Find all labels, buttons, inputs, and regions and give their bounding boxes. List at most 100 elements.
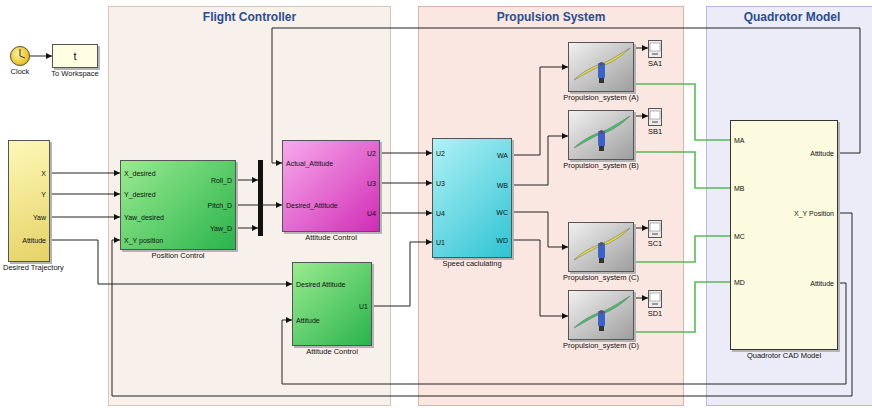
port-label: Yaw_D: [210, 224, 232, 234]
signal-line: [236, 205, 282, 206]
port-label: Y_desired: [124, 190, 156, 200]
block-caption: Clock: [11, 67, 30, 77]
signal-line: [512, 136, 568, 185]
scope-icon: [648, 108, 662, 126]
port-label: U3: [436, 179, 445, 189]
scope-block: SD1: [648, 290, 662, 308]
propulsion-block: Propulsion_system (C): [568, 222, 634, 272]
signal-line: [380, 213, 432, 214]
subsystem-band: Flight ControllerX_desiredY_desiredYaw_d…: [108, 6, 391, 406]
scope-block: SA1: [648, 40, 662, 58]
block-caption: Speed caclulating: [442, 259, 501, 269]
clock-hand: [20, 56, 25, 58]
signal-line: [634, 116, 648, 117]
signal-wire: [236, 228, 258, 229]
connector-layer: [30, 28, 860, 396]
propulsion-block: Propulsion_system (B): [568, 110, 634, 160]
port-label: Pitch_D: [207, 201, 232, 211]
port-label: Attitude: [296, 316, 320, 326]
port-label: U4: [367, 209, 376, 219]
port-label: Attitude: [22, 236, 46, 246]
signal-line: [50, 240, 292, 284]
signal-line: [634, 48, 648, 49]
propulsion-block: Propulsion_system (A): [568, 42, 634, 92]
band-heading: Propulsion System: [419, 10, 683, 24]
scope-block: SB1: [648, 108, 662, 126]
block-caption: SB1: [648, 127, 662, 137]
clock-hand: [20, 49, 21, 56]
port-label: Yaw_desired: [124, 213, 164, 223]
propulsion-block: Propulsion_system (D): [568, 290, 634, 340]
band-heading: Flight Controller: [109, 10, 390, 24]
port-label: U1: [436, 238, 445, 248]
port-label: Desired_Attitude: [286, 201, 338, 211]
plant-block: MAMBMCMDAttitudeX_Y PositionAttitudeQuad…: [730, 120, 838, 350]
propeller-icon: [568, 222, 634, 272]
port-label: MC: [734, 232, 745, 242]
signal-line: [112, 213, 852, 396]
physical-link: [634, 282, 730, 332]
port-label: Attitude: [810, 149, 834, 159]
subsystem-band: Propulsion SystemU2U3U4U1WAWBWCWDSpeed c…: [418, 6, 684, 406]
speed-block: U2U3U4U1WAWBWCWDSpeed caclulating: [432, 138, 512, 258]
signal-line: [634, 298, 648, 299]
scope-icon: [648, 290, 662, 308]
block-caption: Desired Trajectory: [3, 263, 64, 273]
port-label: X_desired: [124, 169, 156, 179]
signal-line: [50, 194, 120, 195]
block-caption: SD1: [648, 309, 663, 319]
signal-line: [272, 28, 860, 163]
clock-face: [10, 46, 30, 66]
port-label: MD: [734, 278, 745, 288]
port-label: Attitude: [810, 279, 834, 289]
block-caption: Quadrotor CAD Model: [747, 351, 821, 361]
physical-link: [634, 236, 730, 262]
signal-line: [634, 228, 648, 229]
subsystem-band: Quadrotor ModelMAMBMCMDAttitudeX_Y Posit…: [706, 6, 872, 406]
port-label: WC: [496, 208, 508, 218]
block-caption: To Workspace: [51, 69, 98, 79]
port-label: Yaw: [33, 213, 46, 223]
block-caption: Attitude Control: [306, 347, 358, 357]
port-label: Y: [41, 190, 46, 200]
port-label: WB: [497, 181, 508, 191]
signal-line: [282, 283, 846, 384]
port-label: X_Y Position: [794, 209, 834, 219]
to-workspace-block: tTo Workspace: [52, 44, 98, 68]
clock-block: Clock: [10, 46, 30, 66]
propeller-icon: [568, 42, 634, 92]
port-label: U2: [436, 149, 445, 159]
port-label: Actual_Attitude: [286, 159, 333, 169]
physical-link: [634, 84, 730, 140]
physical-link: [634, 152, 730, 188]
signal-line: [380, 153, 432, 154]
port-label: MB: [734, 184, 745, 194]
scope-block: SC1: [648, 220, 662, 238]
signal-line: [50, 173, 120, 174]
block-caption: Propulsion_system (A): [563, 93, 638, 103]
port-label: X_Y position: [124, 236, 163, 246]
band-heading: Quadrotor Model: [707, 10, 872, 24]
block-caption: Propulsion_system (C): [563, 273, 639, 283]
signal-wire: [236, 180, 258, 181]
controller-block: X_desiredY_desiredYaw_desiredX_Y positio…: [120, 160, 236, 250]
signal-line: [512, 240, 568, 316]
controller-block: Desired AttitudeAttitudeU1Attitude Contr…: [292, 262, 372, 346]
signal-line: [50, 217, 120, 218]
trajectory-block: XYYawAttitudeDesired Trajectory: [8, 140, 50, 262]
clock-icon: [10, 46, 30, 66]
signal-line: [30, 56, 52, 57]
block-caption: SC1: [648, 239, 663, 249]
port-label: Desired Attitude: [296, 280, 345, 290]
port-label: WA: [497, 151, 508, 161]
port-label: U3: [367, 179, 376, 189]
block-caption: Attitude Control: [305, 233, 357, 243]
block-caption: SA1: [648, 59, 662, 69]
signal-line: [380, 183, 432, 184]
mux-bar: [258, 160, 263, 236]
scope-icon: [648, 40, 662, 58]
port-label: U2: [367, 149, 376, 159]
block-caption: Propulsion_system (B): [563, 161, 638, 171]
port-label: Roll_D: [211, 176, 232, 186]
